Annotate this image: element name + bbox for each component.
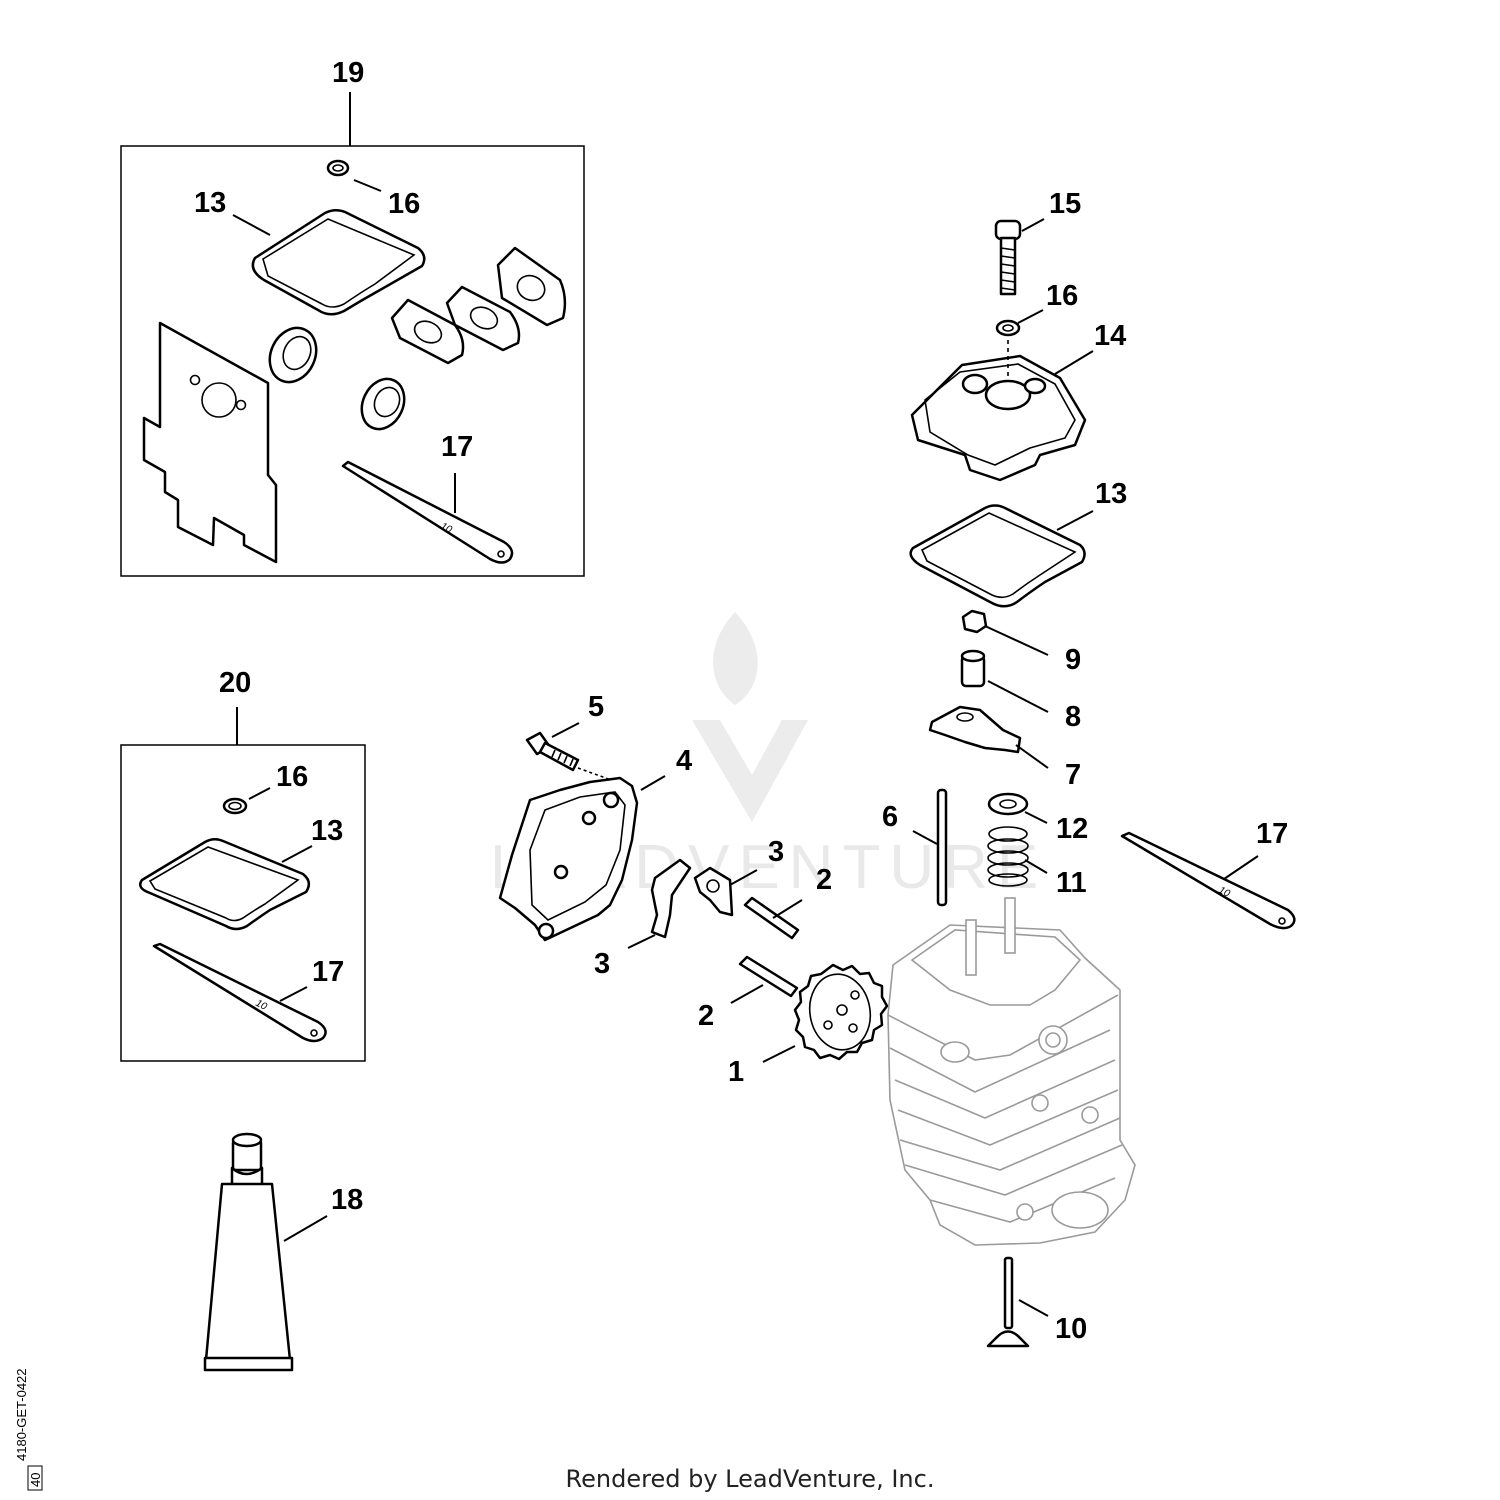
callout-14: 14 — [1094, 320, 1126, 352]
callout-16-kit20: 16 — [276, 761, 308, 793]
callout-11: 11 — [1056, 867, 1087, 899]
cover-bolt — [994, 219, 1022, 296]
wrench-kit20: 10 — [152, 942, 327, 1043]
pin-upper — [743, 896, 800, 940]
valve-cover-assembly — [909, 218, 1094, 608]
callout-17: 17 — [1256, 818, 1288, 850]
cover-gasket — [909, 504, 1086, 608]
callout-17-kit20: 17 — [312, 956, 344, 988]
manifold-gasket-kit19-b — [445, 285, 521, 352]
housing-bolt — [525, 731, 626, 786]
adjust-nut — [961, 609, 988, 634]
push-rod — [936, 788, 948, 907]
manifold-gasket-kit19-c — [496, 246, 567, 327]
cam-gear — [793, 963, 889, 1061]
callout-6: 6 — [882, 801, 898, 833]
kit-19-group: 10 — [120, 92, 585, 577]
callout-5: 5 — [588, 691, 604, 723]
callout-17-kit19: 17 — [441, 431, 473, 463]
drawing-code-text: 4180-GET-0422 — [14, 1368, 29, 1461]
flame-watermark-icon — [713, 612, 758, 705]
spring-retainer — [987, 792, 1029, 816]
callout-9: 9 — [1065, 644, 1081, 676]
gasket-sheet-kit19 — [142, 321, 278, 564]
callout-16: 16 — [1046, 280, 1078, 312]
cam-housing-group — [498, 722, 889, 1063]
wrench-kit19: 10 — [341, 460, 514, 564]
svg-text:10: 10 — [254, 998, 269, 1013]
drawing-code-box-text: 40 — [28, 1473, 43, 1487]
callout-13-kit20: 13 — [311, 815, 343, 847]
kit-20-box — [120, 744, 366, 1062]
v-watermark-icon — [692, 720, 808, 822]
callout-18: 18 — [331, 1184, 363, 1216]
rocker-lever-b — [693, 866, 734, 917]
cover-gasket-kit19 — [251, 209, 426, 316]
rocker-parts — [928, 609, 1049, 769]
valve-spring-group — [912, 788, 1048, 907]
callout-16-kit19: 16 — [388, 188, 420, 220]
callout-15: 15 — [1049, 188, 1081, 220]
callout-8: 8 — [1065, 701, 1081, 733]
cam-housing — [498, 776, 639, 942]
callout-19: 19 — [332, 57, 364, 89]
callout-3-lower: 3 — [594, 948, 610, 980]
callout-labels: 19 13 16 17 20 16 13 17 18 15 16 14 13 9… — [194, 57, 1288, 1345]
svg-text:10: 10 — [1217, 885, 1232, 900]
oring-kit19 — [326, 159, 350, 177]
callout-12: 12 — [1056, 813, 1088, 845]
valve-spring — [987, 826, 1029, 887]
callout-1: 1 — [728, 1056, 744, 1088]
callout-2-upper: 2 — [816, 864, 832, 896]
valve-cover — [910, 340, 1087, 482]
callout-13-kit19: 13 — [194, 187, 226, 219]
oring-kit20 — [222, 797, 248, 815]
bolt-washer — [995, 319, 1021, 337]
engine-valve — [986, 1256, 1049, 1348]
callout-2-lower: 2 — [698, 1000, 714, 1032]
footer-credit: Rendered by LeadVenture, Inc. — [566, 1465, 935, 1493]
rocker-arm — [928, 705, 1022, 754]
rocker-lever-a — [650, 858, 692, 939]
drawing-code: 4180-GET-0422 40 — [14, 1368, 43, 1491]
pin-lower — [738, 955, 799, 998]
callout-4: 4 — [676, 745, 692, 777]
seal-kit19-a — [268, 326, 318, 384]
callout-3-upper: 3 — [768, 836, 784, 868]
sealant-tube — [203, 1132, 328, 1372]
callout-7: 7 — [1065, 759, 1081, 791]
pivot-bushing — [960, 649, 986, 688]
cylinder-ghost — [887, 897, 1136, 1246]
kit-20-group: 10 — [120, 707, 366, 1062]
callout-10: 10 — [1055, 1313, 1087, 1345]
callout-20: 20 — [219, 667, 251, 699]
callout-13: 13 — [1095, 478, 1127, 510]
svg-text:10: 10 — [439, 521, 454, 536]
seal-kit19-b — [360, 377, 406, 431]
kit-19-box — [120, 145, 585, 577]
wrench-standalone: 10 — [1120, 831, 1296, 930]
